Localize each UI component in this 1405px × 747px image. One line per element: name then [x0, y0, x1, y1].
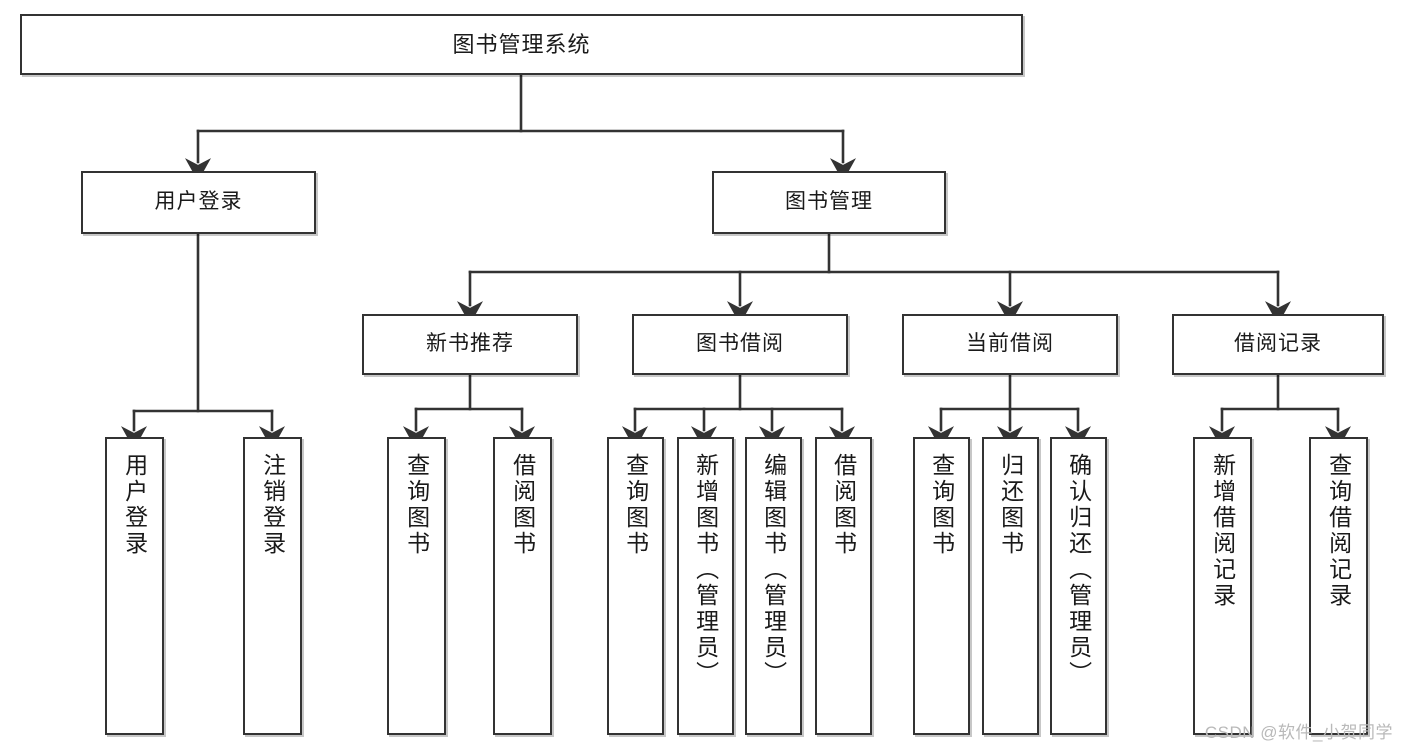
- watermark-text: CSDN @软件_小贺同学: [1204, 723, 1393, 742]
- node-label: 查询图书: [928, 453, 955, 557]
- node-label: 借阅图书: [509, 453, 536, 557]
- node-leaf-query-book-recommend[interactable]: 查询图书: [387, 437, 446, 735]
- node-book-borrow[interactable]: 图书借阅: [632, 314, 848, 375]
- node-user-login[interactable]: 用户登录: [81, 171, 316, 234]
- node-label: 图书管理系统: [452, 31, 591, 57]
- node-label: 查询借阅记录: [1325, 453, 1352, 609]
- node-label: 借阅图书: [830, 453, 857, 557]
- node-label: 查询图书: [403, 453, 430, 557]
- node-root-book-management-system[interactable]: 图书管理系统: [20, 14, 1023, 75]
- node-label: 图书借阅: [696, 332, 784, 356]
- node-leaf-logout-login[interactable]: 注销登录: [243, 437, 302, 735]
- node-label: 编辑图书（管理员）: [760, 453, 787, 687]
- node-leaf-confirm-return[interactable]: 确认归还（管理员）: [1050, 437, 1107, 735]
- node-new-book-recommend[interactable]: 新书推荐: [362, 314, 578, 375]
- node-leaf-borrow-book-recommend[interactable]: 借阅图书: [493, 437, 552, 735]
- node-label: 借阅记录: [1234, 332, 1322, 356]
- node-leaf-query-book-current[interactable]: 查询图书: [913, 437, 970, 735]
- node-leaf-add-borrow-record[interactable]: 新增借阅记录: [1193, 437, 1252, 735]
- node-label: 查询图书: [622, 453, 649, 557]
- node-leaf-add-book[interactable]: 新增图书（管理员）: [677, 437, 734, 735]
- node-leaf-query-borrow-record[interactable]: 查询借阅记录: [1309, 437, 1368, 735]
- node-leaf-edit-book[interactable]: 编辑图书（管理员）: [745, 437, 802, 735]
- node-label: 确认归还（管理员）: [1065, 453, 1092, 687]
- node-leaf-user-login[interactable]: 用户登录: [105, 437, 164, 735]
- node-borrow-record[interactable]: 借阅记录: [1172, 314, 1384, 375]
- node-book-management[interactable]: 图书管理: [712, 171, 946, 234]
- node-label: 图书管理: [785, 190, 873, 214]
- node-current-borrow[interactable]: 当前借阅: [902, 314, 1118, 375]
- node-label: 注销登录: [259, 453, 286, 557]
- node-label: 用户登录: [121, 453, 148, 557]
- node-label: 归还图书: [997, 453, 1024, 557]
- node-label: 当前借阅: [966, 332, 1054, 356]
- node-leaf-borrow-book[interactable]: 借阅图书: [815, 437, 872, 735]
- node-label: 用户登录: [154, 190, 243, 214]
- node-leaf-query-book-borrow[interactable]: 查询图书: [607, 437, 664, 735]
- node-leaf-return-book[interactable]: 归还图书: [982, 437, 1039, 735]
- node-label: 新增借阅记录: [1209, 453, 1236, 609]
- node-label: 新书推荐: [426, 332, 514, 356]
- node-label: 新增图书（管理员）: [692, 453, 719, 687]
